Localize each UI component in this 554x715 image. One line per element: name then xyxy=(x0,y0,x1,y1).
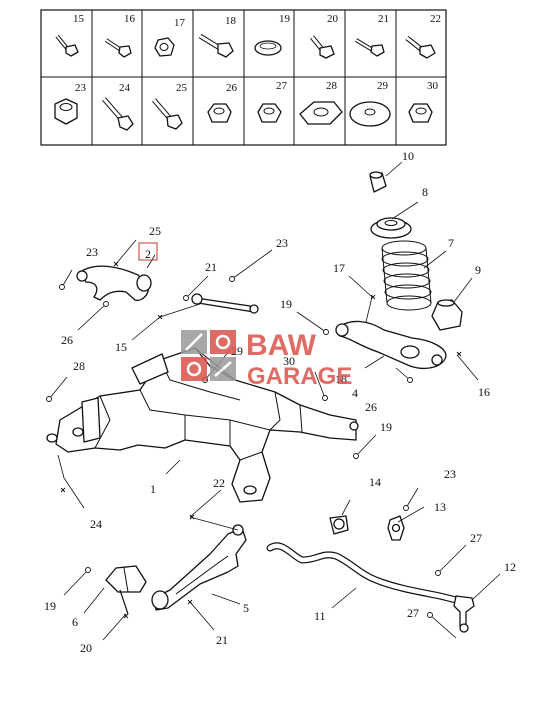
callout-15: 15 xyxy=(115,340,127,354)
highlight-box-2 xyxy=(138,242,158,261)
grid-label-25: 25 xyxy=(176,82,188,94)
lateral-link-15 xyxy=(191,293,259,314)
flange-nut-17-icon xyxy=(154,37,175,57)
flange-nut-27-icon xyxy=(257,103,282,123)
callout-17: 17 xyxy=(333,261,345,275)
trailing-arm-5 xyxy=(151,524,247,611)
lower-spring-arm-4 xyxy=(335,320,447,370)
bolt-20-part xyxy=(119,589,129,615)
watermark: BAW GARAGE xyxy=(181,329,352,390)
callout-16: 16 xyxy=(478,385,490,399)
callout-23-upper: 23 xyxy=(86,245,98,259)
grid-label-28: 28 xyxy=(326,80,338,92)
bolt-24-icon xyxy=(102,97,134,131)
plug-19-icon xyxy=(254,40,282,56)
nut-23-icon xyxy=(54,98,78,125)
callout-12: 12 xyxy=(504,560,516,574)
callout-23-lower: 23 xyxy=(444,467,456,481)
clamp-13 xyxy=(387,515,405,541)
bolt-18-icon xyxy=(198,33,234,58)
flange-nut-30-icon xyxy=(408,103,433,123)
stabilizer-bar-11 xyxy=(266,542,460,604)
bolt-15-icon xyxy=(55,34,79,57)
bump-stop-9 xyxy=(431,299,463,331)
callout-10: 10 xyxy=(402,149,414,163)
grid-label-20: 20 xyxy=(327,13,339,25)
grid-label-27: 27 xyxy=(276,80,288,92)
grid-label-23: 23 xyxy=(75,82,87,94)
callout-4: 4 xyxy=(352,386,358,400)
callout-18: 18 xyxy=(335,372,347,386)
watermark-baw: BAW xyxy=(246,329,317,362)
bump-stop-10 xyxy=(369,171,387,193)
callout-7: 7 xyxy=(448,236,454,250)
callout-19-mid: 19 xyxy=(380,420,392,434)
callout-11: 11 xyxy=(314,609,326,623)
grid-label-24: 24 xyxy=(119,82,131,94)
callout-23-mid: 23 xyxy=(276,236,288,250)
callout-2: 2 xyxy=(145,247,151,261)
callout-5: 5 xyxy=(243,601,249,615)
upper-control-arm-26 xyxy=(76,265,152,301)
grid-label-16: 16 xyxy=(124,13,136,25)
flange-nut-26-icon xyxy=(207,103,232,123)
callout-19-lower: 19 xyxy=(44,599,56,613)
grid-label-18: 18 xyxy=(225,15,237,27)
grid-label-15: 15 xyxy=(73,13,85,25)
callout-30: 30 xyxy=(283,354,295,368)
callout-21-upper: 21 xyxy=(205,260,217,274)
callout-24: 24 xyxy=(90,517,102,531)
callout-13: 13 xyxy=(434,500,446,514)
bolt-22-icon xyxy=(405,36,436,59)
callout-6: 6 xyxy=(72,615,78,629)
leader-lines xyxy=(46,161,501,641)
subframe-1 xyxy=(46,347,359,503)
spring-seat-8 xyxy=(370,217,412,239)
washer-29-icon xyxy=(349,101,391,127)
callout-14: 14 xyxy=(369,475,381,489)
bracket-6 xyxy=(105,565,147,593)
callout-21-lower: 21 xyxy=(216,633,228,647)
callout-26-upper: 26 xyxy=(61,333,73,347)
callout-labels: 25 2 23 26 21 23 15 17 19 10 8 7 9 16 26… xyxy=(44,149,516,655)
bushing-14 xyxy=(329,515,349,535)
callout-9: 9 xyxy=(475,263,481,277)
watermark-logo-icon xyxy=(181,330,236,381)
grid-label-19: 19 xyxy=(279,13,291,25)
callout-22: 22 xyxy=(213,476,225,490)
bolt-20-icon xyxy=(310,35,335,59)
grid-label-21: 21 xyxy=(378,13,389,25)
callout-8: 8 xyxy=(422,185,428,199)
grid-label-26: 26 xyxy=(226,82,238,94)
callout-27-lower: 27 xyxy=(407,606,419,620)
grid-label-29: 29 xyxy=(377,80,389,92)
callout-26-lower: 26 xyxy=(365,400,377,414)
callout-1: 1 xyxy=(150,482,156,496)
bolt-16-icon xyxy=(104,38,132,58)
mount-plate-28-icon xyxy=(299,101,343,125)
callout-20: 20 xyxy=(80,641,92,655)
bolt-25-icon xyxy=(152,98,183,130)
coil-spring-7 xyxy=(381,240,432,311)
bolt-21-icon xyxy=(354,38,385,57)
x-markers xyxy=(60,261,462,619)
stabilizer-link-12 xyxy=(453,595,475,633)
grid-label-17: 17 xyxy=(174,17,186,29)
grid-label-30: 30 xyxy=(427,80,439,92)
watermark-garage: GARAGE xyxy=(247,363,352,390)
callout-25: 25 xyxy=(149,224,161,238)
grid-label-22: 22 xyxy=(430,13,441,25)
callout-27-upper: 27 xyxy=(470,531,482,545)
callout-28: 28 xyxy=(73,359,85,373)
fastener-grid: 15 16 17 18 19 20 21 22 23 24 25 26 27 2… xyxy=(40,9,447,146)
callout-19-upper: 19 xyxy=(280,297,292,311)
